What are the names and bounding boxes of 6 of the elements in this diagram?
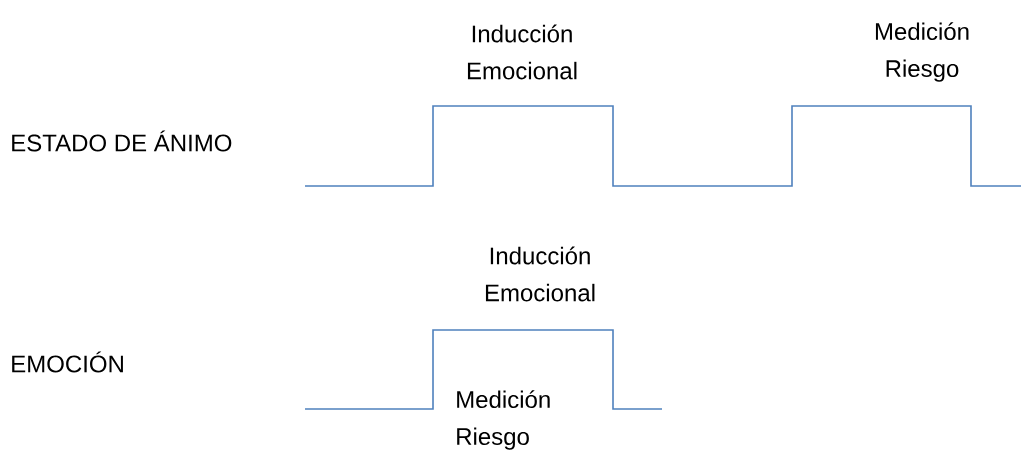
label-text: ESTADO DE ÁNIMO bbox=[12, 130, 232, 152]
label-text: Inducción Emocional bbox=[485, 246, 595, 302]
label-text: Inducción Emocional bbox=[467, 24, 577, 80]
label-text: Medición Riesgo bbox=[875, 22, 969, 82]
label-text: Medición Riesgo bbox=[457, 390, 550, 450]
label-text: EMOCIÓN bbox=[12, 351, 123, 373]
